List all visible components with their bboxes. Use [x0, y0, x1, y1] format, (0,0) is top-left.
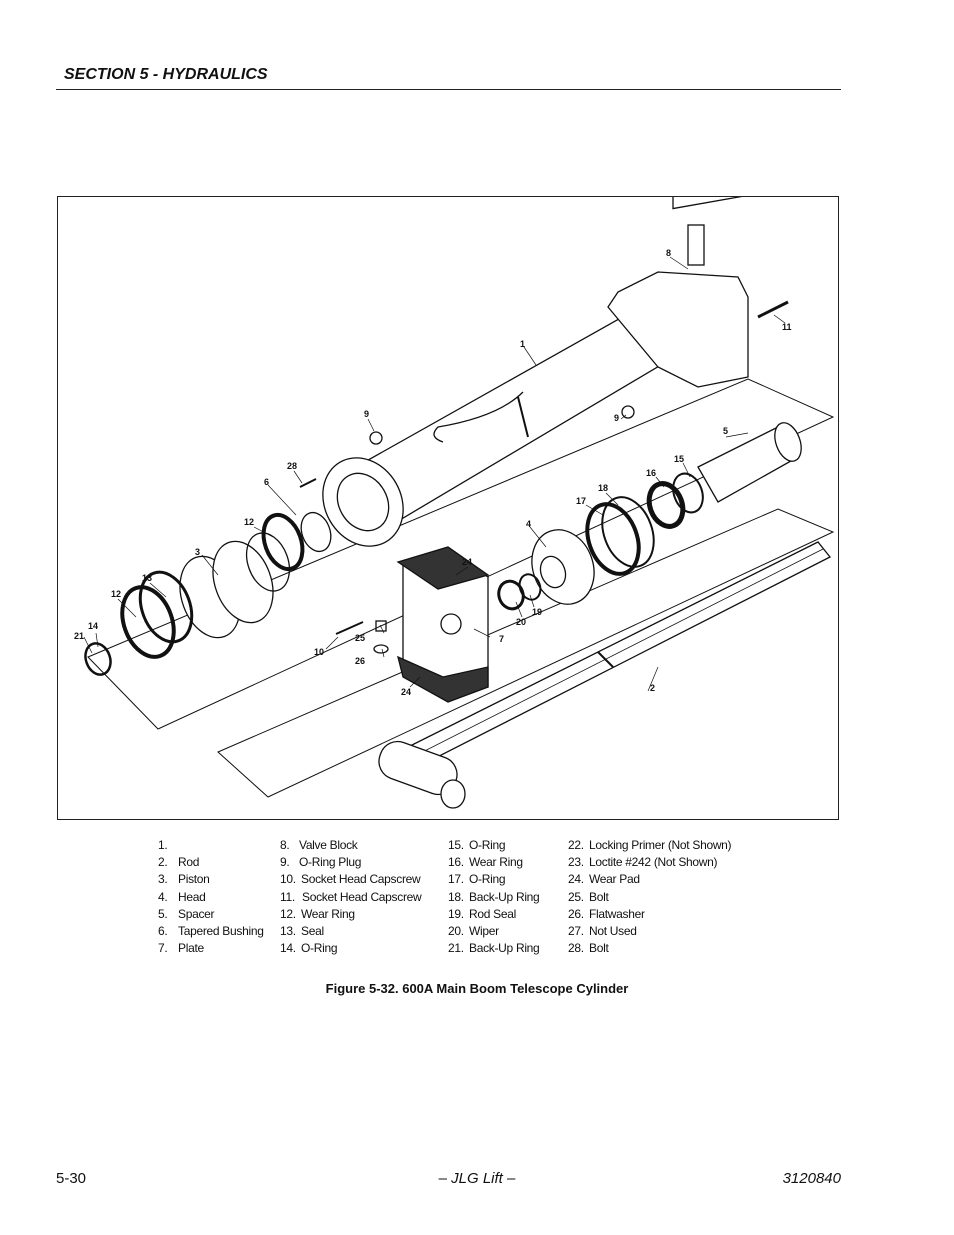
callout-17: 17	[576, 496, 586, 506]
callout-24b: 24	[401, 687, 411, 697]
legend-column-1: 1. 2.Rod 3.Piston 4.Head 5.Spacer 6.Tape…	[158, 837, 264, 957]
callout-12b: 12	[244, 517, 254, 527]
cylinder-drawing: 1 2 3 4 5 6 7 8 9 9 10 11 12 12 13 14 15…	[74, 197, 835, 809]
callout-25: 25	[355, 633, 365, 643]
callout-21: 21	[74, 631, 84, 641]
footer-center-text: – JLG Lift –	[438, 1170, 516, 1187]
callout-6: 6	[264, 477, 269, 487]
callout-4: 4	[526, 519, 531, 529]
legend-item: 2.Rod	[158, 855, 200, 870]
callout-12a: 12	[111, 589, 121, 599]
parts-legend: 1. 2.Rod 3.Piston 4.Head 5.Spacer 6.Tape…	[0, 837, 954, 967]
legend-item: 9.O-Ring Plug	[280, 855, 362, 870]
legend-item: 20.Wiper	[448, 923, 499, 938]
footer-doc-number: 3120840	[782, 1170, 841, 1187]
legend-item: 10.Socket Head Capscrew	[280, 872, 421, 887]
legend-column-3: 15.O-Ring 16.Wear Ring 17.O-Ring 18.Back…	[448, 837, 540, 957]
piston-group	[84, 511, 332, 676]
callout-18: 18	[598, 483, 608, 493]
legend-item: 21.Back-Up Ring	[448, 941, 540, 956]
callout-13: 13	[142, 573, 152, 583]
legend-item: 26.Flatwasher	[568, 906, 645, 921]
exploded-view-figure: 1 2 3 4 5 6 7 8 9 9 10 11 12 12 13 14 15…	[57, 196, 839, 820]
callout-2: 2	[650, 683, 655, 693]
legend-item: 17.O-Ring	[448, 872, 506, 887]
legend-item: 28.Bolt	[568, 941, 609, 956]
callout-5: 5	[723, 426, 728, 436]
legend-item: 18.Back-Up Ring	[448, 889, 540, 904]
callout-9b: 9	[614, 413, 619, 423]
callout-7: 7	[499, 634, 504, 644]
legend-item: 1.	[158, 838, 168, 852]
legend-item: 27.Not Used	[568, 923, 637, 938]
callout-14: 14	[88, 621, 98, 631]
legend-item: 14.O-Ring	[280, 941, 338, 956]
rod-group	[378, 541, 832, 809]
legend-item: 7.Plate	[158, 941, 204, 956]
legend-item: 19.Rod Seal	[448, 906, 516, 921]
header-rule	[56, 89, 841, 90]
callout-10: 10	[314, 647, 324, 657]
callout-1: 1	[520, 339, 525, 349]
callout-20: 20	[516, 617, 526, 627]
callout-15: 15	[674, 454, 684, 464]
callout-8: 8	[666, 248, 671, 258]
figure-caption: Figure 5-32. 600A Main Boom Telescope Cy…	[325, 981, 629, 996]
legend-item: 11.Socket Head Capscrew	[280, 889, 422, 904]
callout-9a: 9	[364, 409, 369, 419]
legend-item: 16.Wear Ring	[448, 855, 523, 870]
callout-28: 28	[287, 461, 297, 471]
legend-item: 3.Piston	[158, 872, 210, 887]
legend-item: 8.Valve Block	[280, 838, 358, 852]
head-group	[497, 422, 802, 611]
legend-item: 22.Locking Primer (Not Shown)	[568, 838, 732, 852]
legend-column-2: 8.Valve Block 9.O-Ring Plug 10.Socket He…	[280, 837, 422, 957]
callout-26: 26	[355, 656, 365, 666]
legend-item: 6.Tapered Bushing	[158, 923, 264, 938]
footer-page-number: 5-30	[56, 1170, 87, 1187]
plate-group	[396, 546, 490, 703]
legend-item: 25.Bolt	[568, 889, 609, 904]
legend-item: 23.Loctite #242 (Not Shown)	[568, 855, 718, 870]
section-title: SECTION 5 - HYDRAULICS	[64, 66, 268, 83]
callout-3: 3	[195, 547, 200, 557]
legend-item: 5.Spacer	[158, 906, 215, 921]
legend-item: 12.Wear Ring	[280, 906, 355, 921]
legend-item: 4.Head	[158, 889, 206, 904]
callout-11: 11	[782, 322, 792, 332]
upper-plane	[87, 378, 835, 730]
callout-16: 16	[646, 468, 656, 478]
callout-19: 19	[532, 607, 542, 617]
legend-item: 15.O-Ring	[448, 838, 506, 852]
legend-item: 13.Seal	[280, 923, 324, 938]
legend-item: 24.Wear Pad	[568, 872, 640, 887]
barrel-group	[322, 197, 789, 547]
lower-plane	[217, 508, 835, 798]
callout-24a: 24	[462, 557, 472, 567]
legend-column-4: 22.Locking Primer (Not Shown) 23.Loctite…	[568, 837, 732, 957]
